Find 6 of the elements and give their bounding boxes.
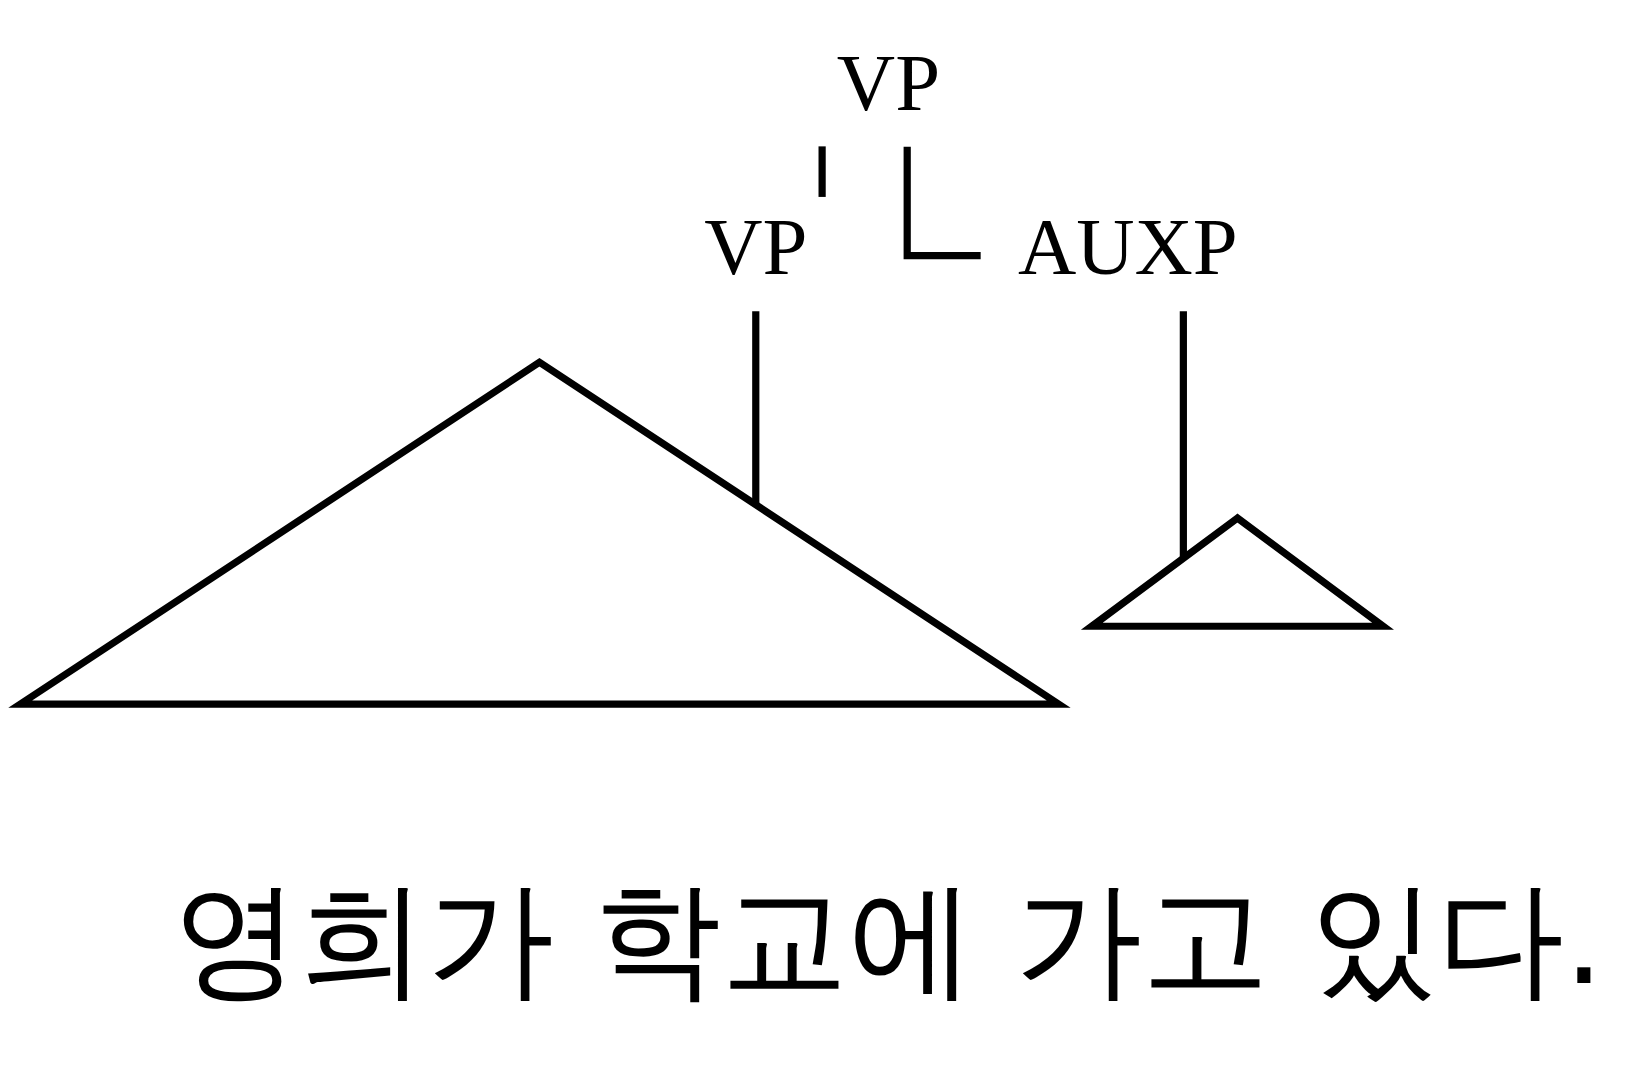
label: 영희가 학교에 가고 있다. <box>172 865 1605 1014</box>
node-triangle <box>8 358 1071 708</box>
node-text: AUXP <box>1017 202 1238 292</box>
node-triangle <box>1080 513 1394 630</box>
node-text: VP <box>704 202 808 292</box>
node-text: VP <box>836 37 941 127</box>
